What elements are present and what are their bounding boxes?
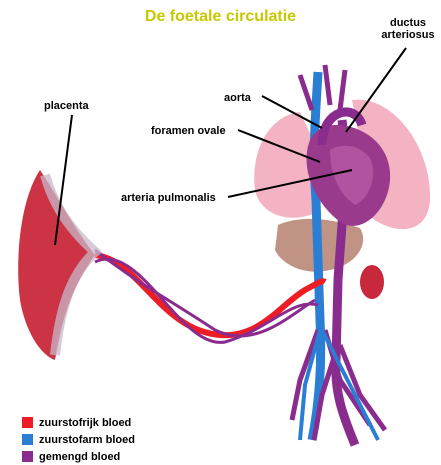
label-foramen-ovale: foramen ovale xyxy=(151,125,226,137)
legend-item: gemengd bloed xyxy=(22,448,135,465)
legend-label: zuurstofrijk bloed xyxy=(39,417,131,429)
legend-label: gemengd bloed xyxy=(39,451,120,463)
label-arteria-pulmonalis: arteria pulmonalis xyxy=(121,192,216,204)
legend-label: zuurstofarm bloed xyxy=(39,434,135,446)
label-ductus-line1: ductus xyxy=(378,17,438,29)
label-ductus-arteriosus: ductus arteriosus xyxy=(378,17,438,41)
label-aorta: aorta xyxy=(224,92,251,104)
legend-swatch xyxy=(22,417,33,428)
legend-swatch xyxy=(22,451,33,462)
kidney xyxy=(360,265,384,299)
legend-swatch xyxy=(22,434,33,445)
umbilical-artery-a xyxy=(95,250,315,336)
label-ductus-line2: arteriosus xyxy=(378,29,438,41)
legend: zuurstofrijk bloed zuurstofarm bloed gem… xyxy=(22,414,135,465)
legend-item: zuurstofrijk bloed xyxy=(22,414,135,431)
legend-item: zuurstofarm bloed xyxy=(22,431,135,448)
neck-vessels xyxy=(300,65,345,110)
diagram-title: De foetale circulatie xyxy=(0,8,441,26)
label-placenta: placenta xyxy=(44,100,89,112)
